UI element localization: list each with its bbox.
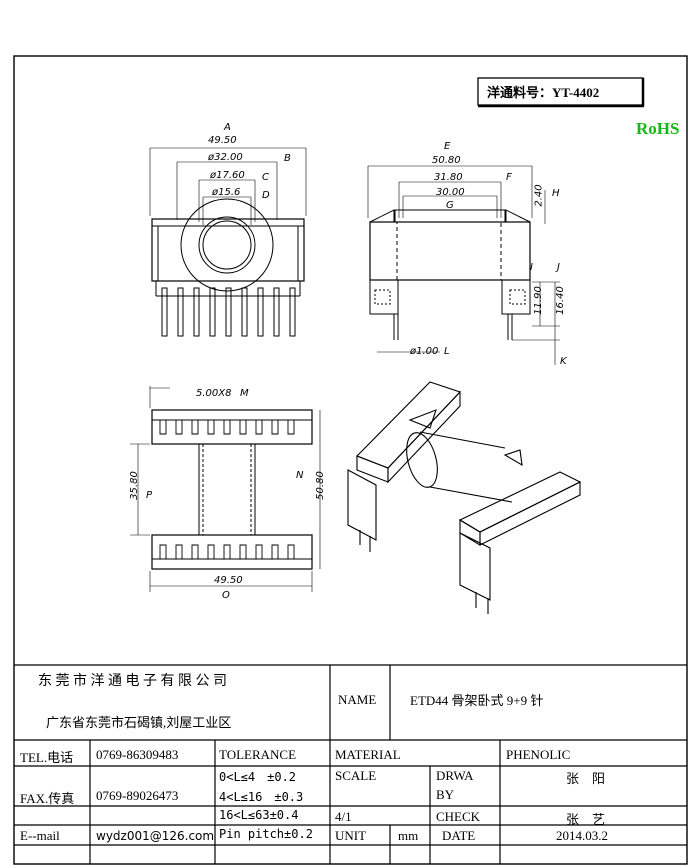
dim-b-label: B <box>284 153 291 164</box>
tel-value: 0769-86309483 <box>96 747 179 762</box>
scale-value: 4/1 <box>335 809 352 824</box>
dim-i-label: I <box>530 262 533 273</box>
material-label: MATERIAL <box>335 747 401 762</box>
scale-label: SCALE <box>335 768 377 783</box>
fax-label: FAX.传真 <box>20 791 75 806</box>
dim-m-label: M <box>240 388 249 399</box>
dim-i-value: 11.90 <box>532 286 544 315</box>
dim-d-label: D <box>262 190 270 201</box>
side-view <box>367 165 560 365</box>
unit-value: mm <box>398 828 419 843</box>
rohs-mark: RoHS <box>636 119 680 138</box>
dim-e-label: E <box>444 141 451 152</box>
company-address: 广东省东莞市石碣镇,刘屋工业区 <box>46 715 232 730</box>
dim-h-label: H <box>552 188 560 199</box>
dim-g-value: 30.00 <box>436 187 465 198</box>
unit-label: UNIT <box>335 828 367 843</box>
dim-g-label: G <box>446 200 454 211</box>
dim-o-label: O <box>222 590 230 601</box>
name-value: ETD44 骨架卧式 9+9 针 <box>410 693 544 708</box>
date-value: 2014.03.2 <box>556 828 608 843</box>
name-label: NAME <box>338 692 377 707</box>
dim-o-value: 49.50 <box>214 575 243 586</box>
dim-a-value: 49.50 <box>208 135 237 146</box>
date-label: DATE <box>442 828 476 843</box>
dim-p-value: 35.80 <box>128 471 140 500</box>
tolerance-row-3: 16<L≤63±0.4 <box>219 808 299 822</box>
dim-c-value: ø17.60 <box>210 170 245 181</box>
dim-d-value: ø15.6 <box>212 187 241 198</box>
dim-l-label: L <box>444 346 450 357</box>
front-view <box>149 147 307 337</box>
dim-p-label: P <box>146 490 153 501</box>
dim-j-value: 16.40 <box>554 286 566 315</box>
email-label: E--mail <box>20 828 60 843</box>
dim-k-label: K <box>560 356 567 367</box>
part-label-frame <box>477 77 645 108</box>
dim-j-label: J <box>557 262 560 273</box>
fax-value: 0769-89026473 <box>96 788 179 803</box>
dim-l-value: ø1.00 <box>410 346 439 357</box>
dim-n-label: N <box>296 470 304 481</box>
tolerance-row-1: 0<L≤4 ±0.2 <box>219 770 297 784</box>
checked-by: 张 艺 <box>566 812 606 827</box>
material-value: PHENOLIC <box>506 747 571 762</box>
sheet-border <box>13 55 688 865</box>
dim-f-label: F <box>506 172 512 183</box>
dim-f-value: 31.80 <box>434 172 463 183</box>
drwa-label: DRWA <box>436 768 474 783</box>
drawn-by: 张 阳 <box>566 771 606 786</box>
by-label: BY <box>436 787 455 802</box>
tolerance-row-2: 4<L≤16 ±0.3 <box>219 790 304 804</box>
dim-c-label: C <box>262 172 269 183</box>
dim-h-value: 2.40 <box>533 184 545 207</box>
dim-b-value: ø32.00 <box>208 152 243 163</box>
company-name: 东 莞 市 洋 通 电 子 有 限 公 司 <box>38 674 227 689</box>
isometric-view <box>347 381 582 614</box>
dim-m-value: 5.00X8 <box>196 388 232 399</box>
dim-e-value: 50.80 <box>432 155 461 166</box>
dim-n-value: 50.80 <box>314 471 326 500</box>
email-value: wydz001@126.com <box>96 829 215 843</box>
dim-a-label: A <box>224 122 231 133</box>
bottom-view <box>130 386 321 592</box>
tel-label: TEL.电话 <box>20 750 74 765</box>
part-label: 洋通料号：YT-4402 <box>487 85 600 100</box>
check-label: CHECK <box>436 809 481 824</box>
title-block-grid <box>14 664 687 864</box>
tolerance-label: TOLERANCE <box>219 747 297 762</box>
tolerance-row-4: Pin pitch±0.2 <box>219 827 313 841</box>
